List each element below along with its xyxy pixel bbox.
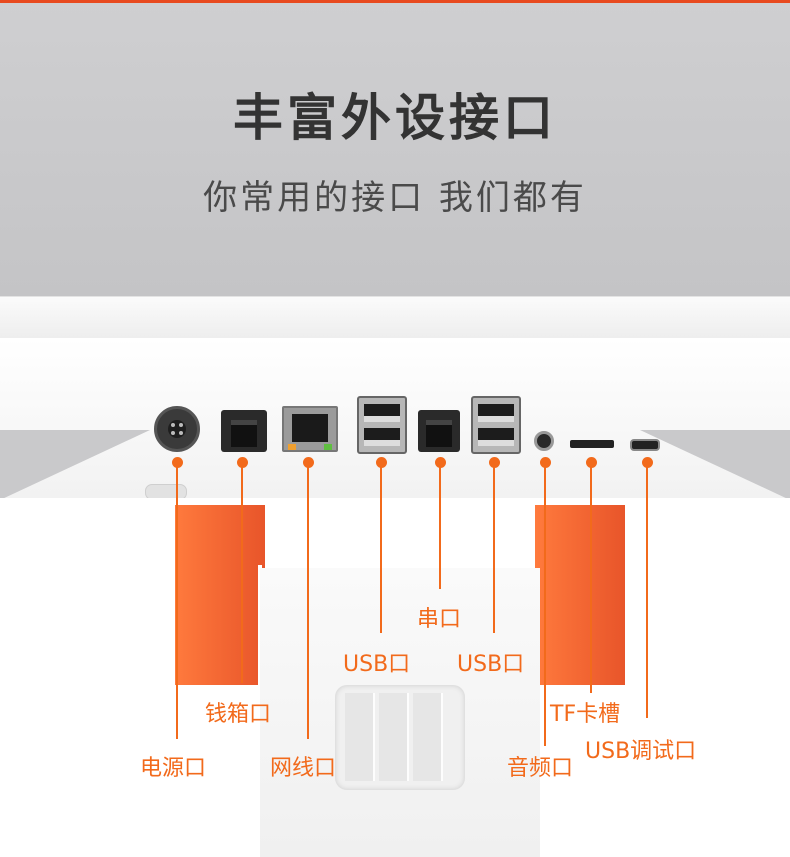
stand-left-leg (175, 505, 265, 685)
power-port-icon (154, 406, 200, 452)
rj11-port-icon (221, 410, 267, 452)
callout-dot (489, 457, 500, 468)
callout-line (544, 463, 546, 746)
callout-line (176, 463, 178, 739)
stand-vent-grille (335, 685, 465, 790)
callout-line (380, 463, 382, 633)
panel-right-bevel (640, 430, 790, 500)
vent-slot (345, 693, 375, 781)
micro-usb-icon (630, 439, 660, 451)
label-tf: TF卡槽 (550, 702, 621, 727)
label-power: 电源口 (140, 756, 207, 781)
label-audio: 音频口 (507, 756, 574, 781)
callout-line (646, 463, 648, 718)
label-usb-debug: USB调试口 (585, 739, 697, 764)
rj11-port-icon (418, 410, 460, 452)
usb-dual-port-icon (357, 396, 407, 454)
callout-line (590, 463, 592, 693)
label-serial: 串口 (417, 607, 462, 632)
panel-left-bevel (0, 430, 150, 500)
callout-dot (303, 457, 314, 468)
audio-jack-icon (534, 431, 554, 451)
vent-slot (413, 693, 443, 781)
rj45-port-icon (282, 406, 338, 452)
stand-right-leg (535, 505, 625, 685)
label-network: 网线口 (270, 756, 337, 781)
callout-dot (376, 457, 387, 468)
callout-dot (237, 457, 248, 468)
label-usb-2: USB口 (457, 652, 525, 677)
callout-line (307, 463, 309, 739)
callout-dot (586, 457, 597, 468)
device-top-edge (0, 296, 790, 341)
page-subtitle: 你常用的接口 我们都有 (203, 178, 587, 218)
usb-dual-port-icon (471, 396, 521, 454)
callout-dot (435, 457, 446, 468)
callout-line (241, 463, 243, 683)
vent-slot (379, 693, 409, 781)
top-accent-strip (0, 0, 790, 3)
callout-line (493, 463, 495, 633)
callout-dot (642, 457, 653, 468)
callout-dot (172, 457, 183, 468)
page-title: 丰富外设接口 (233, 89, 557, 147)
callout-dot (540, 457, 551, 468)
label-usb-1: USB口 (343, 652, 411, 677)
tf-slot-icon (570, 440, 614, 448)
label-cash-drawer: 钱箱口 (205, 702, 272, 727)
background (0, 0, 790, 300)
callout-line (439, 463, 441, 589)
